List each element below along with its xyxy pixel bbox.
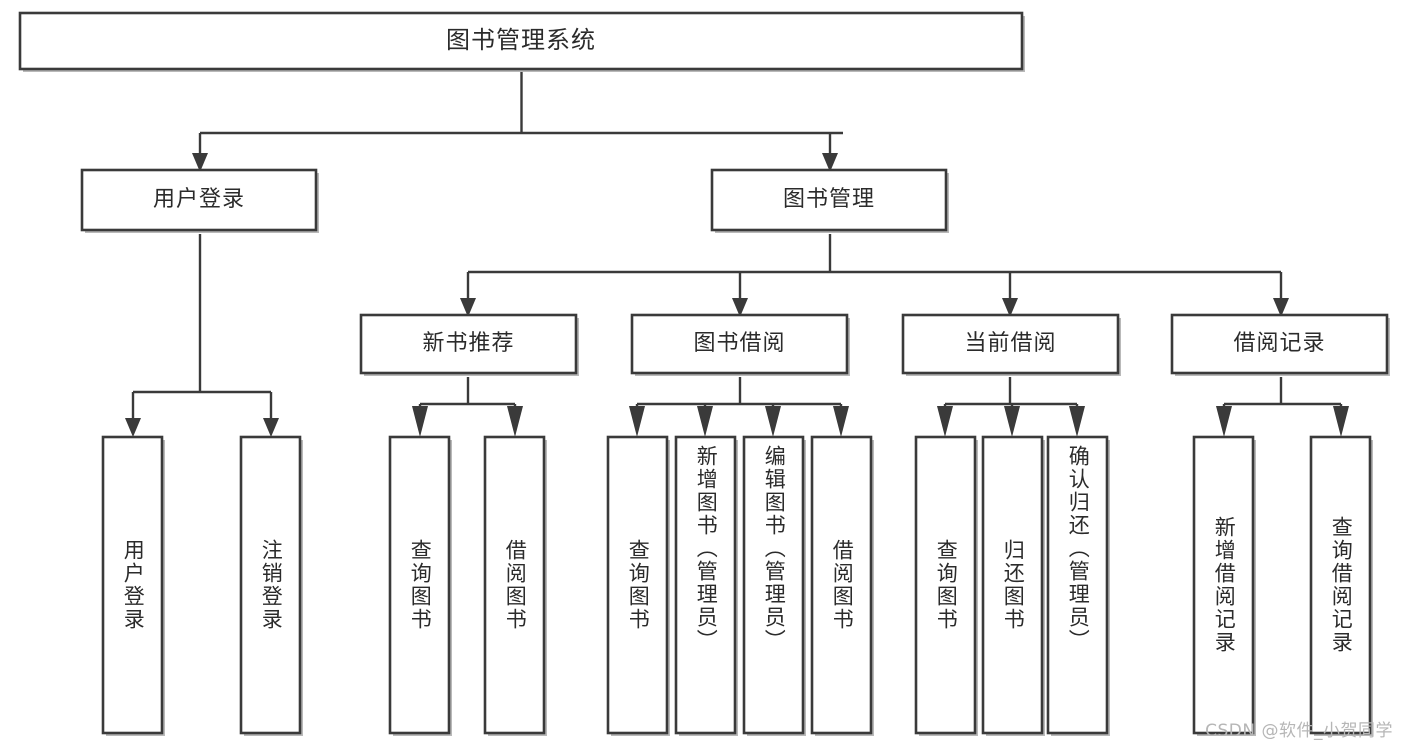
- arrow-head-current-leaf2: [1004, 406, 1020, 437]
- node-box-records[interactable]: [1170, 313, 1389, 375]
- node-box-leaf-current-3[interactable]: [1046, 435, 1109, 735]
- arrow-head-current-leaf1: [937, 406, 953, 437]
- node-box-newbook[interactable]: [359, 313, 578, 375]
- arrow-head-borrow-leaf1: [629, 406, 645, 437]
- node-box-leaf-borrow-4[interactable]: [810, 435, 873, 735]
- node-box-leaf-newbook-1[interactable]: [388, 435, 451, 735]
- arrow-head-current: [1002, 298, 1018, 317]
- node-box-leaf-current-1[interactable]: [914, 435, 977, 735]
- arrow-head-records-leaf1: [1216, 406, 1232, 437]
- arrow-head-newbook-leaf2: [507, 406, 523, 437]
- node-box-login[interactable]: [80, 168, 318, 232]
- node-box-current[interactable]: [901, 313, 1120, 375]
- arrow-head-login-leaf2: [263, 418, 279, 437]
- arrow-head-records: [1273, 298, 1289, 317]
- node-box-leaf-borrow-1[interactable]: [606, 435, 669, 735]
- arrow-head-borrow-leaf2: [697, 406, 713, 437]
- node-box-leaf-records-2[interactable]: [1309, 435, 1372, 735]
- connector-group-current: [937, 377, 1085, 437]
- connector-group-login: [125, 234, 279, 437]
- connector-group-newbook: [412, 377, 523, 437]
- connector-group-borrow: [629, 377, 849, 437]
- arrow-head-records-leaf2: [1333, 406, 1349, 437]
- arrow-head-newbook-leaf1: [412, 406, 428, 437]
- arrow-head-borrow-leaf3: [765, 406, 781, 437]
- node-box-leaf-newbook-2[interactable]: [483, 435, 546, 735]
- node-box-borrow[interactable]: [630, 313, 849, 375]
- node-box-leaf-login-2[interactable]: [239, 435, 302, 735]
- arrow-head-current-leaf3: [1069, 406, 1085, 437]
- arrow-head-login-leaf1: [125, 418, 141, 437]
- arrow-head-borrow: [732, 298, 748, 317]
- node-box-root[interactable]: [18, 11, 1024, 71]
- connector-group-root: [192, 70, 843, 172]
- arrow-head-newbook: [460, 298, 476, 317]
- connector-group-bookmgmt: [460, 234, 1289, 317]
- node-box-leaf-borrow-3[interactable]: [742, 435, 805, 735]
- node-box-leaf-login-1[interactable]: [101, 435, 164, 735]
- arrow-head-login: [192, 153, 208, 172]
- node-box-bookmgmt[interactable]: [710, 168, 948, 232]
- arrow-head-borrow-leaf4: [833, 406, 849, 437]
- node-box-leaf-current-2[interactable]: [981, 435, 1044, 735]
- node-box-leaf-records-1[interactable]: [1192, 435, 1255, 735]
- arrow-head-bookmgmt: [822, 153, 838, 172]
- node-box-leaf-borrow-2[interactable]: [674, 435, 737, 735]
- connector-group-records: [1216, 377, 1349, 437]
